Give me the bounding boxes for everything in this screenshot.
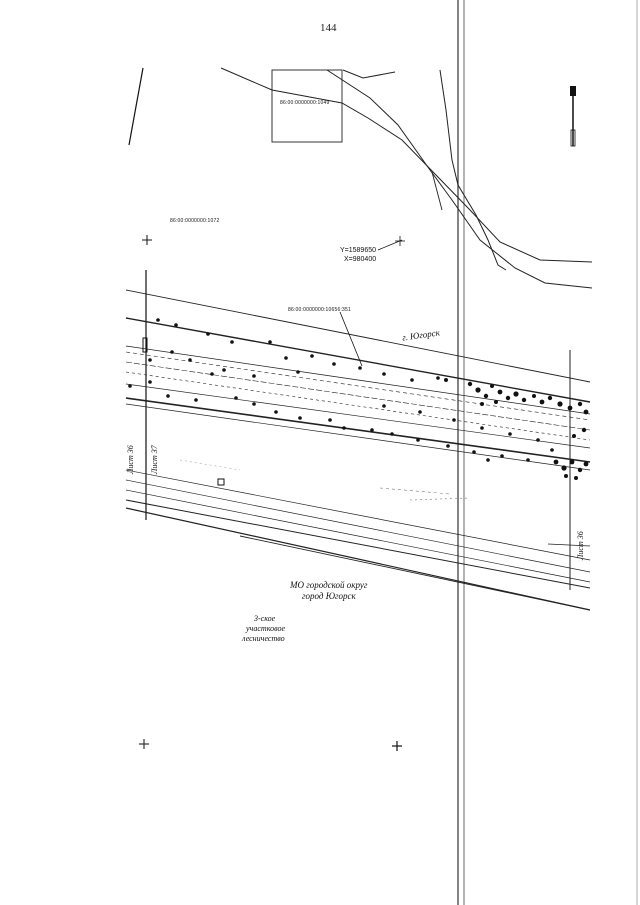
crosshair-mark bbox=[142, 235, 152, 245]
north-arrow-head bbox=[570, 86, 576, 96]
crosshair-mark bbox=[139, 739, 149, 749]
forestry-label: 3-ское bbox=[254, 614, 276, 623]
cadastral-label: 86:00:0000000:1072 bbox=[170, 218, 220, 224]
road-line bbox=[431, 171, 443, 211]
shrub-cluster bbox=[444, 378, 589, 480]
forestry-label: участковое bbox=[246, 624, 286, 633]
corridor-lines bbox=[125, 289, 591, 611]
coordinate-x: X=980400 bbox=[344, 256, 377, 263]
forestry-label: лесничество bbox=[242, 634, 285, 643]
cadastral-label: 86:00:0000000:10656:351 bbox=[288, 307, 351, 313]
small-rect-marker bbox=[142, 337, 148, 353]
cadastral-leader bbox=[339, 311, 363, 367]
land-plot-square bbox=[271, 69, 343, 143]
road-line bbox=[439, 69, 507, 271]
page-number: 144 bbox=[320, 22, 337, 34]
road-line bbox=[220, 67, 593, 263]
dashed-line bbox=[409, 497, 471, 501]
road-line bbox=[326, 69, 593, 289]
sheet-label: Лист 36 bbox=[576, 531, 585, 560]
small-square-marker bbox=[217, 478, 225, 486]
sheet-label: Лист 37 bbox=[150, 445, 159, 474]
cadastral-label: 86:00:0000000:1049 bbox=[280, 100, 330, 106]
sheet-label: Лист 36 bbox=[126, 445, 135, 474]
crosshair-mark bbox=[395, 236, 405, 246]
crosshair-mark bbox=[392, 741, 402, 751]
district-label: МО городской округ bbox=[290, 580, 368, 590]
dashed-line bbox=[179, 459, 241, 471]
district-label: город Югорск bbox=[302, 591, 356, 601]
road-line bbox=[342, 69, 396, 79]
tree-points bbox=[128, 318, 554, 462]
north-arrow-base bbox=[570, 129, 576, 147]
boundary-line bbox=[239, 535, 591, 611]
road-line bbox=[547, 543, 591, 547]
dashed-line bbox=[379, 487, 451, 495]
boundary-line bbox=[128, 67, 144, 146]
coordinate-y: Y=1589650 bbox=[340, 247, 377, 254]
coordinate-leader bbox=[377, 239, 403, 251]
